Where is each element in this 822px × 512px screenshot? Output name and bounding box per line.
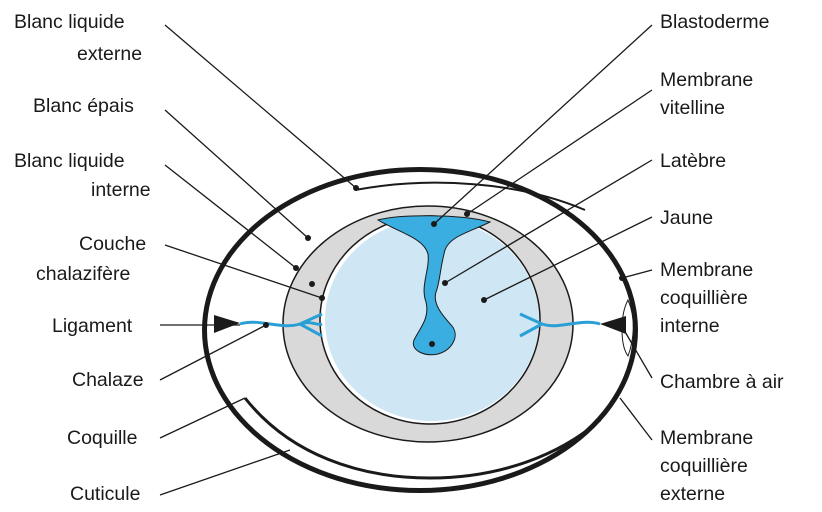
label-blanc-liquide-interne: Blanc liquide interne	[14, 150, 151, 201]
label-jaune: Jaune	[660, 207, 713, 229]
label-blastoderme: Blastoderme	[660, 11, 769, 33]
label-membrane-vitelline: Membrane vitelline	[660, 69, 759, 119]
label-couche-chalazifere: Couche chalazifère	[36, 233, 152, 285]
label-chalaze: Chalaze	[72, 369, 144, 391]
label-blanc-liquide-externe: Blanc liquide externe	[14, 11, 142, 65]
label-membrane-coquilliere-externe: Membrane coquillière externe	[660, 427, 759, 505]
label-coquille: Coquille	[67, 427, 137, 449]
label-ligament: Ligament	[52, 315, 133, 337]
label-cuticule: Cuticule	[70, 483, 140, 505]
label-chambre-a-air: Chambre à air	[660, 371, 784, 393]
label-blanc-epais: Blanc épais	[33, 95, 134, 117]
label-latebre: Latèbre	[660, 150, 726, 172]
label-membrane-coquilliere-interne: Membrane coquillière interne	[660, 259, 759, 337]
